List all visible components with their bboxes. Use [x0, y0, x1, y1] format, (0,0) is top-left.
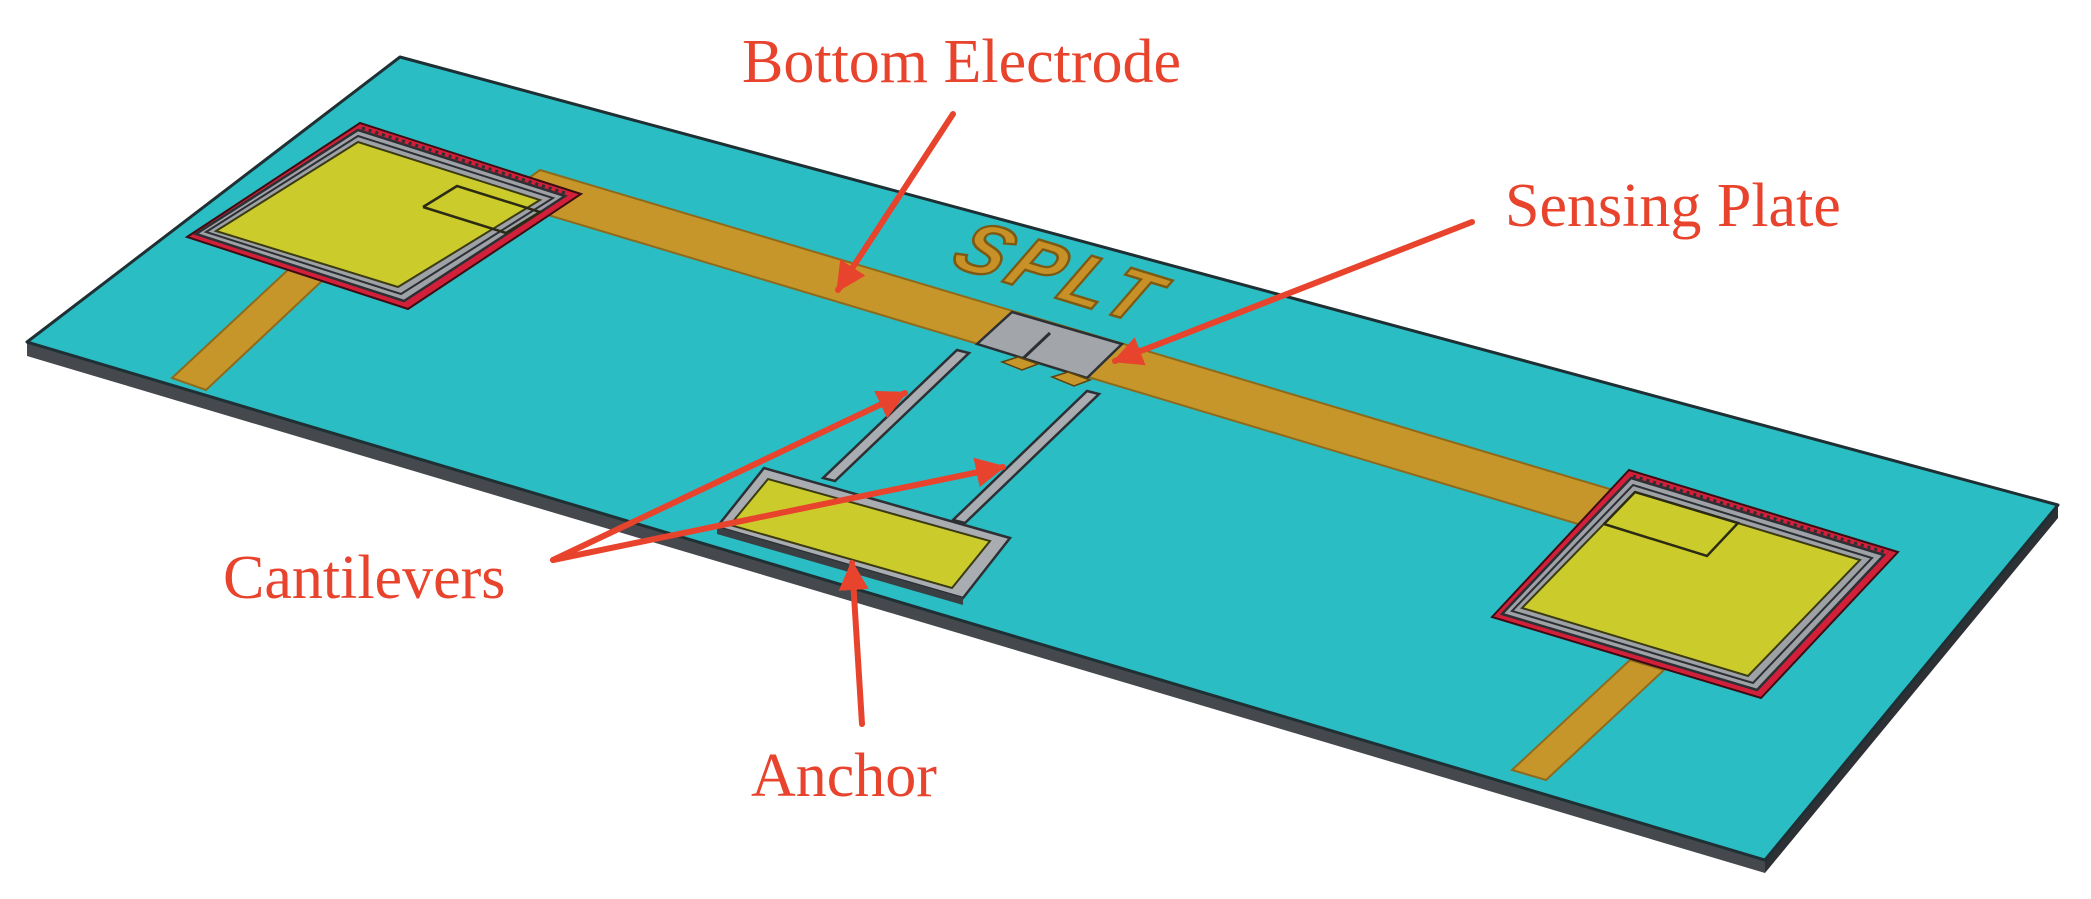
label-anchor: Anchor	[751, 742, 937, 810]
substrate-side-right	[1765, 505, 2058, 873]
left-pad-cutout	[422, 184, 543, 235]
sensing-plate-gap-right	[1049, 371, 1093, 387]
substrate	[25, 55, 2060, 873]
arrow-cantilever-left	[550, 390, 908, 563]
arrow-cantilever-right	[550, 457, 1006, 563]
label-cantilevers: Cantilevers	[223, 544, 505, 612]
arrow-sensing-plate	[1112, 219, 1475, 366]
sensing-plate-gap-left	[999, 356, 1041, 371]
right-pad-frame-inner-line	[1510, 483, 1874, 685]
substrate-top-face	[25, 55, 2060, 862]
anchor-gold	[728, 477, 992, 590]
arrow-bottom-electrode	[835, 111, 956, 293]
anchor	[714, 466, 1013, 605]
right-lead-trace	[1510, 658, 1666, 782]
right-pad-cutout	[1603, 490, 1741, 558]
right-pad	[1490, 468, 1900, 700]
right-pad-gold	[1520, 490, 1862, 678]
left-pad-comb	[361, 126, 569, 196]
left-pad-gold	[213, 140, 543, 289]
left-pad	[184, 121, 584, 311]
substrate-side-left	[27, 342, 1765, 873]
left-pad-frame-inner-line	[203, 134, 556, 296]
right-pad-comb	[1632, 474, 1889, 555]
arrow-anchor	[838, 560, 869, 727]
label-sensing-plate: Sensing Plate	[1505, 172, 1841, 240]
annotations	[550, 111, 1475, 727]
label-bottom-electrode: Bottom Electrode	[742, 28, 1181, 96]
